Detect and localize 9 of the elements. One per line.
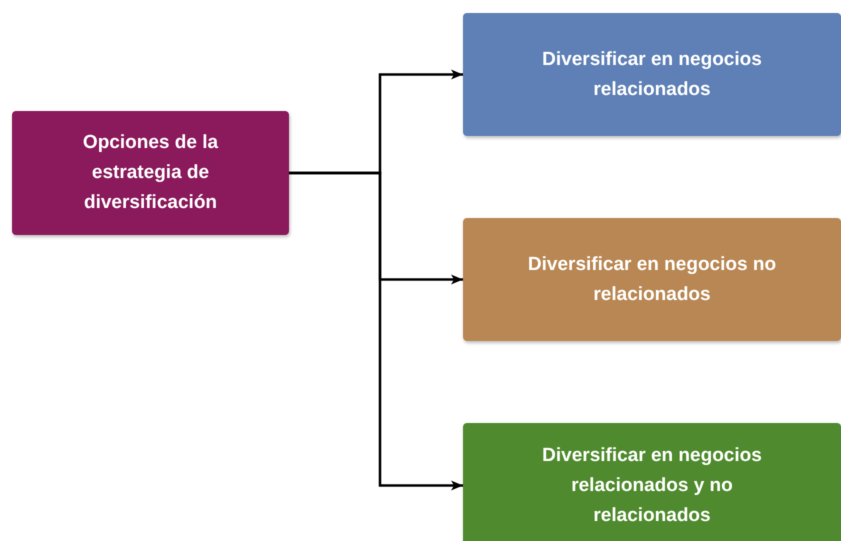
box-label: Diversificar en negocios relacionados bbox=[541, 48, 763, 102]
box-label: Diversificar en negocios no relacionados bbox=[526, 252, 778, 306]
process-box bbox=[463, 13, 841, 136]
box-label: Diversificar en negocios relacionados y no relacionados bbox=[541, 444, 763, 528]
box-label: Opciones de la estrategia de diversificación bbox=[82, 131, 220, 215]
process-box bbox=[463, 423, 841, 541]
arrow bbox=[289, 172, 463, 490]
process-box bbox=[463, 218, 841, 341]
process-box bbox=[12, 111, 289, 235]
